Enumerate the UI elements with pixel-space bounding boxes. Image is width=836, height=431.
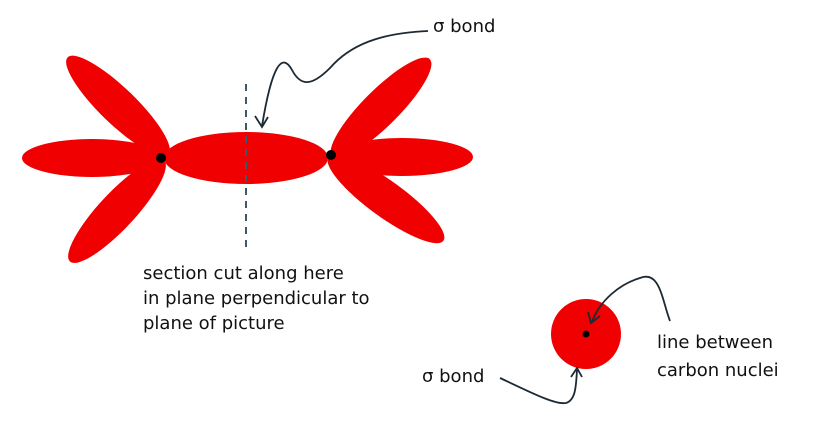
sigma-bond-orbital [164, 132, 328, 184]
right-upper-lobe [330, 57, 432, 159]
left-horizontal-lobe [22, 139, 162, 177]
cross-sigma-label: σ bond [422, 366, 485, 387]
top-sigma-label: σ bond [433, 16, 496, 37]
section-label-line-3: plane of picture [143, 313, 285, 334]
cross-sigma-arrow [499, 369, 578, 405]
left-lower-lobe [68, 159, 166, 263]
right-lower-lobe [327, 154, 445, 244]
nuclei-label-line-1: line between [657, 332, 774, 353]
top-sigma-arrowhead [254, 115, 269, 129]
nuclei-arrow [591, 275, 671, 323]
section-label-line-1: section cut along here [143, 263, 344, 284]
section-label-line-2: in plane perpendicular to [143, 288, 370, 309]
nuclei-arrowhead [587, 311, 601, 325]
right-carbon-orbitals [327, 57, 473, 244]
nuclei-label-line-2: carbon nuclei [657, 360, 779, 381]
right-nucleus [326, 150, 336, 160]
bond-axis-dot [582, 330, 590, 338]
left-nucleus [156, 153, 166, 163]
left-upper-lobe [66, 55, 170, 157]
cross-sigma-arrowhead [570, 366, 583, 378]
top-sigma-arrow [261, 30, 429, 127]
left-carbon-orbitals [22, 55, 170, 263]
